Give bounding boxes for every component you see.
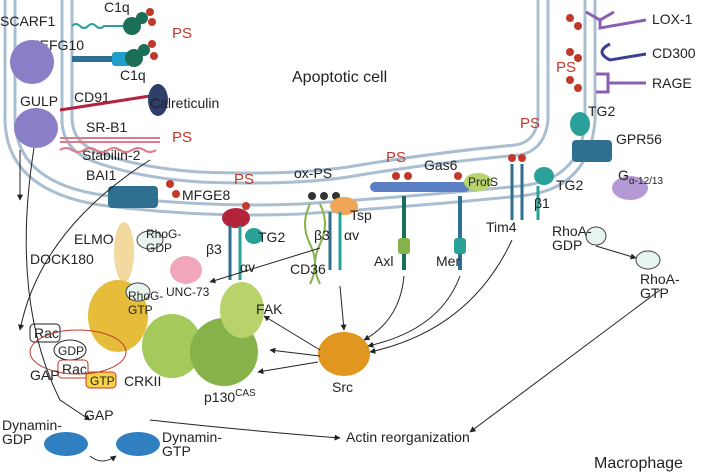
fak: FAK — [220, 282, 283, 338]
mfge8-label: MFGE8 — [182, 187, 230, 203]
src-label: Src — [332, 379, 353, 395]
ps-label-5: PS — [520, 115, 540, 132]
alphav-right-label: αv — [344, 227, 359, 243]
p130-label: p130CAS — [204, 388, 256, 405]
gap-left-label: GAP — [30, 367, 60, 383]
unc73: UNC-73 — [166, 256, 210, 299]
gtp-label: GTP — [90, 374, 115, 388]
gulp-label: GULP — [20, 93, 58, 109]
apoptotic-cell-label: Apoptotic cell — [292, 69, 387, 86]
macrophage-label: Macrophage — [594, 455, 683, 472]
mer-label: Mer — [436, 253, 460, 269]
elmo-label: ELMO — [74, 231, 114, 247]
mfge8-integrin: MFGE8 β3 αv TG2 — [182, 187, 285, 280]
cd91-receptor: CD91 Calreticulin — [59, 84, 219, 116]
tg2-mid-label: TG2 — [258, 229, 285, 245]
axl-label: Axl — [374, 253, 393, 269]
rhog-gtp: RhoG-GTP — [125, 282, 163, 317]
gpr56-receptor: TG2 GPR56 Gα-12/13 — [570, 103, 663, 200]
mefg10-receptor: MEFG10 C1q — [28, 37, 158, 83]
ps-label-4: PS — [386, 149, 406, 166]
srb1-receptor: SR-B1 — [60, 119, 160, 143]
rhog-gdp: RhoG-GDP — [136, 227, 181, 255]
gas6-label: Gas6 — [424, 157, 458, 173]
beta1-label: β1 — [534, 195, 550, 211]
crkii-label: CRKII — [124, 373, 161, 389]
calreticulin-label: Calreticulin — [150, 95, 219, 111]
rhog-gdp-label: RhoG-GDP — [146, 227, 181, 255]
beta3-right-label: β3 — [314, 227, 330, 243]
rhog-gtp-label: RhoG-GTP — [128, 289, 163, 317]
oxps-label: ox-PS — [294, 165, 332, 181]
dynamin-cycle: Dynamin-GDP Dynamin-GTP GAP — [2, 407, 222, 459]
beta3-left-label: β3 — [206, 241, 222, 257]
oxps-cd36: ox-PS Tsp β3 αv CD36 — [290, 165, 372, 285]
unc73-label: UNC-73 — [166, 285, 210, 299]
bai1-receptor: BAI1 — [86, 167, 180, 208]
dynamin-gtp-label: Dynamin-GTP — [162, 429, 222, 459]
gas6-axl-mer: Gas6 ProtS Axl Mer — [370, 157, 498, 270]
tim4-beta1: Tim4 β1 TG2 — [486, 154, 583, 235]
top-right-receptors: LOX-1 CD300 RAGE — [566, 10, 696, 94]
tsp-label: Tsp — [350, 207, 372, 223]
scarf1-label: SCARF1 — [0, 13, 55, 29]
prots-label: ProtS — [468, 175, 498, 189]
stabilin2-receptor: Stabilin-2 — [59, 147, 157, 163]
gap-bottom-label: GAP — [84, 407, 114, 423]
gulp-complex: GULP — [10, 40, 58, 148]
rhoa-gtp: RhoA-GTP — [635, 250, 680, 301]
scarf1-receptor: SCARF1 C1q — [0, 0, 156, 35]
ps-label-6: PS — [556, 59, 576, 76]
galpha-label: Gα-12/13 — [618, 167, 663, 187]
c1q-top-label: C1q — [104, 0, 130, 15]
dock180-label: DOCK180 — [30, 251, 94, 267]
rac-cycle: Rac GDP Rac GTP GAP — [29, 323, 127, 389]
cd91-label: CD91 — [74, 89, 110, 105]
cd36-label: CD36 — [290, 261, 326, 277]
actin-reorganization-label: Actin reorganization — [346, 429, 470, 445]
cd300-label: CD300 — [652, 45, 696, 61]
dynamin-gdp-label: Dynamin-GDP — [2, 417, 62, 447]
rhoa-gdp-label: RhoA-GDP — [552, 223, 592, 253]
gpr56-label: GPR56 — [616, 131, 662, 147]
crkii: CRKII — [124, 314, 202, 389]
fak-label: FAK — [256, 301, 283, 317]
rac-bottom-label: Rac — [62, 361, 87, 377]
srb1-label: SR-B1 — [86, 119, 127, 135]
tg2-top-label: TG2 — [588, 103, 615, 119]
ps-label-2: PS — [172, 129, 192, 146]
rhoa-gtp-label: RhoA-GTP — [640, 271, 680, 301]
c1q-mid-label: C1q — [120, 67, 146, 83]
gdp-label: GDP — [58, 344, 84, 358]
rac-top-label: Rac — [34, 325, 59, 341]
ps-label-3: PS — [234, 171, 254, 188]
ps-label-1: PS — [172, 25, 192, 42]
lox1-label: LOX-1 — [652, 11, 693, 27]
tim4-label: Tim4 — [486, 219, 517, 235]
tg2-right-label: TG2 — [556, 177, 583, 193]
rage-label: RAGE — [652, 75, 692, 91]
alphav-left-label: αv — [240, 259, 255, 275]
bai1-label: BAI1 — [86, 167, 117, 183]
src-kinase: Src — [318, 332, 370, 395]
signaling-arrows — [17, 147, 661, 462]
rhoa-gdp: RhoA-GDP — [552, 223, 607, 253]
